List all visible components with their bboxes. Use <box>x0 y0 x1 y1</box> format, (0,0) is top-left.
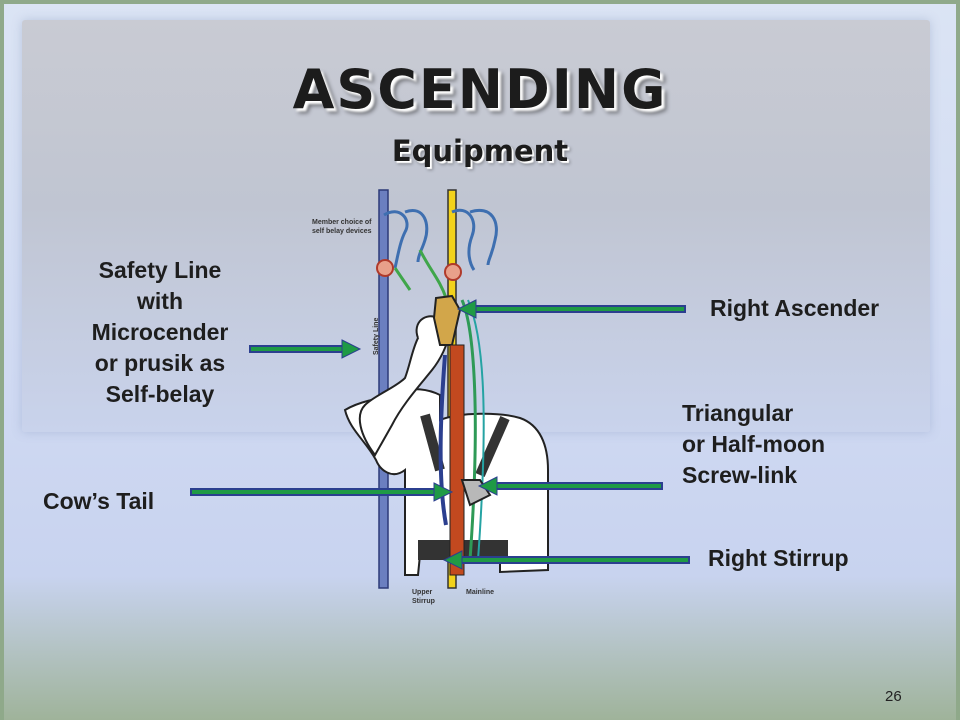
self-belay-tether-right-2 <box>469 208 498 266</box>
mainline-text: Mainline <box>466 589 494 596</box>
screw-link-label-line: Screw-link <box>682 462 798 488</box>
member-choice-text-2: self belay devices <box>312 228 372 235</box>
chest-harness-left <box>420 413 445 472</box>
title-panel <box>22 20 930 432</box>
green-tether-right <box>418 249 448 299</box>
self-belay-device-left <box>376 259 394 277</box>
self-belay-tether-left-2 <box>404 209 429 263</box>
safety-line-rope-text: Safety Line <box>373 318 380 355</box>
member-choice-text-1: Member choice of <box>312 219 372 226</box>
safety-line-rope <box>378 189 389 589</box>
ascender-strap <box>449 344 465 576</box>
safety-line-label-line: Safety Line <box>98 257 222 283</box>
slide-subtitle: Equipment <box>391 134 569 168</box>
safety-line-label-line: with <box>137 288 183 314</box>
green-tether-left <box>393 267 412 291</box>
self-belay-device-right <box>444 263 462 281</box>
screw-link-label-line: or Half-moon <box>682 431 826 457</box>
safety-line-label-line: or prusik as <box>94 350 226 376</box>
arrow-right-ascender <box>456 299 686 319</box>
self-belay-tether-left <box>383 210 409 269</box>
arrow-right-stirrup <box>442 550 690 570</box>
chest-harness-right <box>475 415 510 478</box>
cows-tail-strand <box>438 354 448 526</box>
right-ascender-label: Right Ascender <box>710 295 880 321</box>
arrow-safety-line <box>249 339 362 359</box>
screw-link-label-line: Triangular <box>682 400 794 426</box>
self-belay-tether-right <box>451 208 476 271</box>
arrow-screw-link <box>477 476 663 496</box>
arrow-cows-tail <box>190 482 454 502</box>
upper-stirrup-text-2: Stirrup <box>412 598 435 605</box>
page-number: 26 <box>885 688 902 705</box>
safety-line-label-line: Microcender <box>91 319 229 345</box>
green-rope-strand <box>460 299 477 561</box>
safety-line-label-line: Self-belay <box>105 381 215 407</box>
upper-stirrup-text-1: Upper <box>412 589 433 596</box>
safety-line-label: Safety Line with Microcender or prusik a… <box>62 255 258 410</box>
slide-title: ASCENDING <box>292 58 668 121</box>
right-stirrup-label: Right Stirrup <box>708 545 849 571</box>
cows-tail-label: Cow’s Tail <box>43 488 155 514</box>
screw-link-label: Triangular or Half-moon Screw-link <box>682 398 825 491</box>
